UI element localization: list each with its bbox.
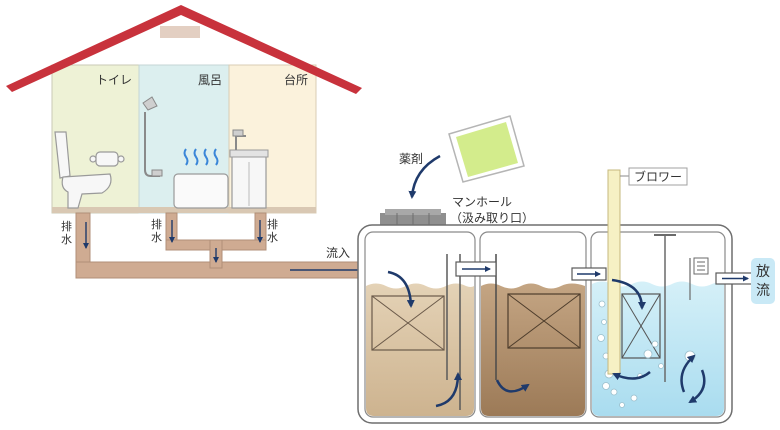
chemical-label: 薬剤 <box>399 151 423 166</box>
chamber-sedimentation-1 <box>364 231 476 418</box>
room-label-toilet: トイレ <box>96 73 132 87</box>
roof-vent <box>160 26 200 38</box>
discharge-label-2: 流 <box>756 283 770 299</box>
room-label-kitchen: 台所 <box>284 72 308 87</box>
drain-label-bath-1: 排 <box>151 217 162 231</box>
house: トイレ 風呂 台所 <box>6 5 362 214</box>
drain-arrows <box>83 220 369 273</box>
septic-tank <box>357 224 733 424</box>
drain-label-toilet-1: 排 <box>61 219 72 233</box>
drain-label-kitchen-2: 水 <box>267 231 278 244</box>
chamber-aeration <box>590 231 726 418</box>
manhole-label-line2: （汲み取り口） <box>450 211 534 225</box>
blower-label: ブロワー <box>634 169 682 184</box>
drain-labels: 排 水 排 水 排 水 流入 <box>61 217 350 260</box>
chemical-arrow <box>408 154 441 199</box>
outflow-pipe <box>715 272 753 285</box>
toilet-fixture <box>54 131 125 209</box>
aeration-bubbles <box>597 300 696 408</box>
drain-label-bath-2: 水 <box>151 231 162 244</box>
chemical-card <box>448 115 525 183</box>
drain-label-kitchen-1: 排 <box>267 217 278 231</box>
discharge-box <box>751 258 775 304</box>
bath-fixture <box>142 96 229 209</box>
blower-label-box <box>628 167 688 186</box>
kitchen-fixture <box>229 129 269 209</box>
manhole-covers <box>380 209 446 225</box>
chamber-sedimentation-2 <box>479 231 587 418</box>
inflow-label: 流入 <box>326 246 350 260</box>
room-label-bath: 風呂 <box>198 73 222 87</box>
drain-label-toilet-2: 水 <box>61 233 72 246</box>
manhole-label-line1: マンホール <box>452 195 512 209</box>
tank-flow-arrows <box>387 270 706 408</box>
discharge-label-1: 放 <box>756 264 770 280</box>
transfer-pipes <box>455 261 607 281</box>
house-floor <box>52 207 316 213</box>
